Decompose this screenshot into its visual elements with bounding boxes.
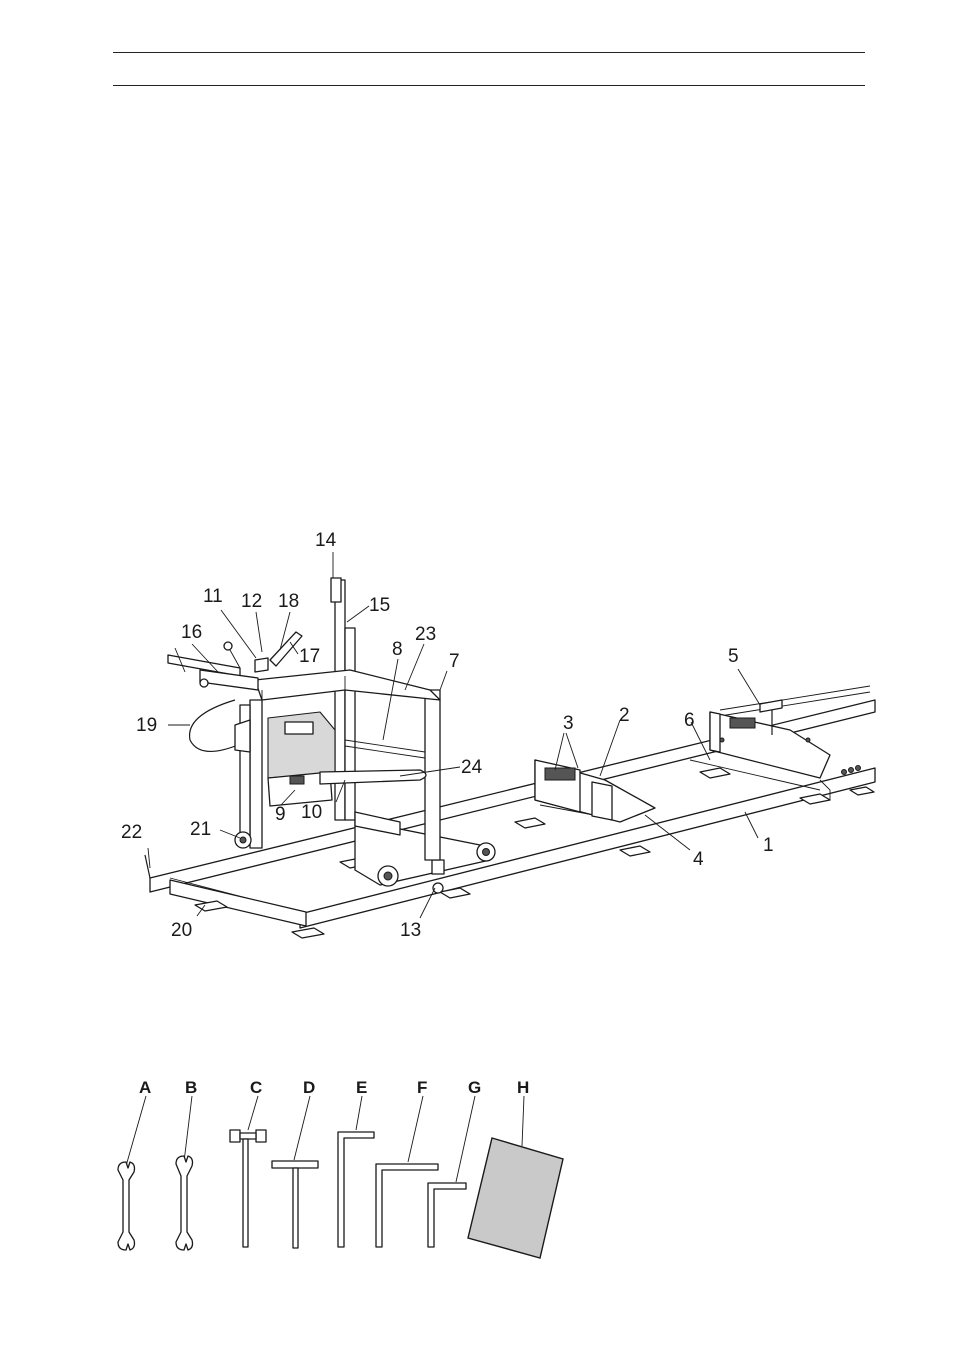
tools-illustration: A B C D E F G H [117,1078,564,1259]
wrench-b-icon [175,1095,194,1251]
tool-label-f: F [417,1078,427,1097]
part-label-3: 3 [563,713,574,734]
part-label-4: 4 [693,849,704,870]
part-label-19: 19 [136,715,157,736]
manual-booklet-h-icon [467,1095,564,1259]
tool-label-c: C [250,1078,262,1097]
tool-label-h: H [517,1078,529,1097]
part-label-17: 17 [299,646,320,667]
part-label-13: 13 [400,920,421,941]
hex-key-f-icon [375,1095,439,1248]
part-label-16: 16 [181,622,202,643]
part-label-6: 6 [684,710,695,731]
tool-label-a: A [139,1078,151,1097]
part-label-20: 20 [171,920,192,941]
hex-key-e-icon [337,1095,375,1248]
part-label-10: 10 [301,802,322,823]
part-label-2: 2 [619,705,630,726]
part-label-18: 18 [278,591,299,612]
socket-wrench-c-icon [229,1095,267,1248]
part-label-14: 14 [315,530,337,551]
part-label-22: 22 [121,822,142,843]
part-label-7: 7 [449,651,460,672]
tool-label-d: D [303,1078,315,1097]
part-label-11: 11 [203,586,223,607]
part-label-9: 9 [275,804,286,825]
tool-label-e: E [356,1078,367,1097]
tool-label-g: G [468,1078,481,1097]
tool-label-b: B [185,1078,197,1097]
header-rule-top [113,52,865,53]
wrench-a-icon [117,1095,147,1251]
part-label-8: 8 [392,639,403,660]
t-handle-d-icon [271,1095,319,1249]
part-label-5: 5 [728,646,739,667]
part-label-21: 21 [190,819,211,840]
sawmill-drawing: 14 11 12 18 15 16 23 8 7 5 17 19 3 2 6 2… [121,530,876,941]
part-label-12: 12 [241,591,262,612]
part-label-15: 15 [369,595,390,616]
hex-key-g-icon [427,1095,476,1248]
part-label-24: 24 [461,757,483,778]
header-rule-bottom [113,85,865,86]
part-label-23: 23 [415,624,436,645]
part-label-1: 1 [763,835,774,856]
